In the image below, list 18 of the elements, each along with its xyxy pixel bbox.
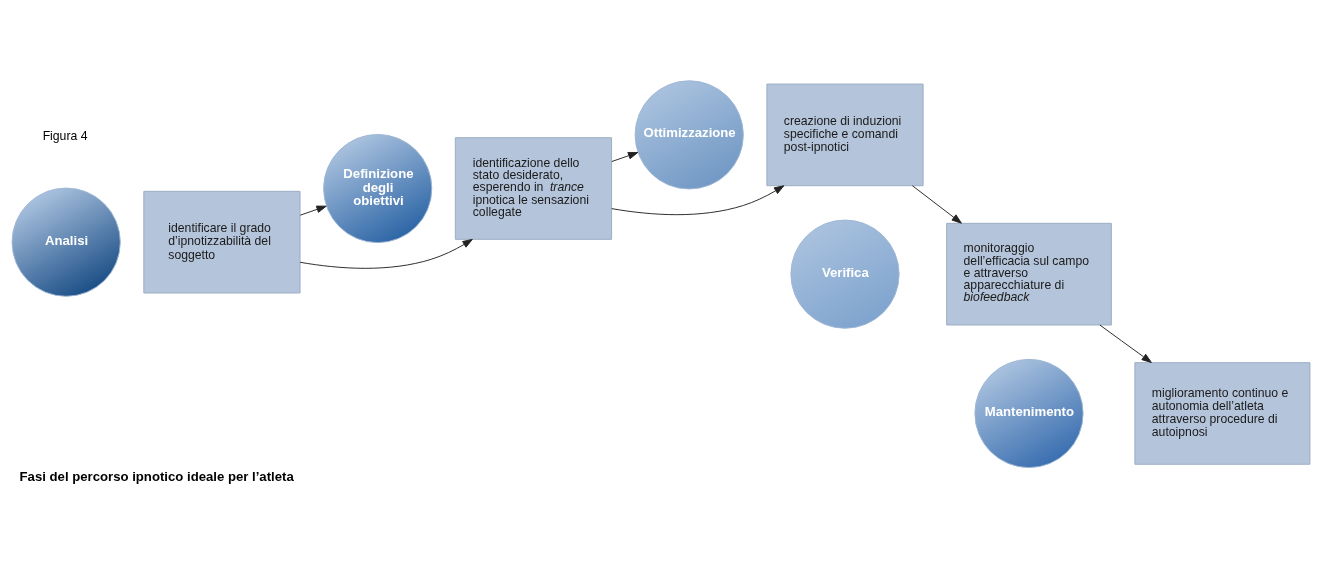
label: Figura 4: [42, 128, 88, 143]
node-circle: Analisi: [11, 187, 121, 297]
node-box: creazione di induzioni specifiche e comandi post-ipnotici: [766, 83, 924, 187]
node-circle: Verifica: [790, 219, 900, 329]
arrow: [299, 238, 473, 269]
node-circle: Ottimizzazione: [634, 80, 744, 190]
arrow: [611, 152, 639, 162]
node-box: identificazione dello stato desiderato, esperendo in trance ipnotica le sensazioni collegate: [454, 137, 613, 240]
arrow: [1099, 324, 1152, 363]
caption: Fasi del percorso ipnotico ideale per l’atleta: [19, 468, 294, 484]
arrow: [299, 205, 327, 216]
node-box: identificare il grado d’ipnotizzabilità del soggetto: [143, 190, 301, 294]
node-box: monitoraggio dell’efficacia sul campo e attraverso apparecchiature di biofeedback: [946, 222, 1112, 326]
arrow: [611, 185, 785, 216]
node-circle: Mantenimento: [974, 358, 1084, 469]
node-circle: Definizione degli obiettivi: [323, 133, 433, 244]
node-box: miglioramento continuo e autonomia dell’atleta attraverso procedure di autoipnosi: [1134, 362, 1311, 465]
arrow: [912, 185, 962, 224]
